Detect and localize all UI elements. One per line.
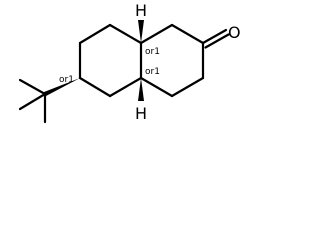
bond xyxy=(170,76,205,98)
bond xyxy=(170,23,205,45)
bond xyxy=(139,23,174,45)
bond xyxy=(108,76,143,98)
oxygen-atom-label: O xyxy=(228,23,241,42)
wedge-bond-tert-butyl xyxy=(44,78,80,96)
stereo-label-tert-butyl: or1 xyxy=(59,75,74,85)
hydrogen-atom-label-top: H xyxy=(135,1,147,20)
bond xyxy=(108,23,143,45)
carbonyl-bond xyxy=(204,33,230,49)
carbonyl-bond xyxy=(201,28,228,45)
hydrogen-atom-label-bottom: H xyxy=(135,104,147,123)
wedge-bond-bottom xyxy=(138,78,144,101)
stereo-label-top-junction: or1 xyxy=(145,47,160,57)
bond xyxy=(18,92,47,111)
stereo-label-bottom-junction: or1 xyxy=(145,67,160,77)
bond xyxy=(78,76,112,98)
bond xyxy=(78,23,112,45)
bond xyxy=(139,76,174,98)
bond xyxy=(18,78,47,96)
molecule-structure-diagram: O H H or1 or1 or1 xyxy=(18,1,241,124)
wedge-bond-top xyxy=(138,20,144,43)
